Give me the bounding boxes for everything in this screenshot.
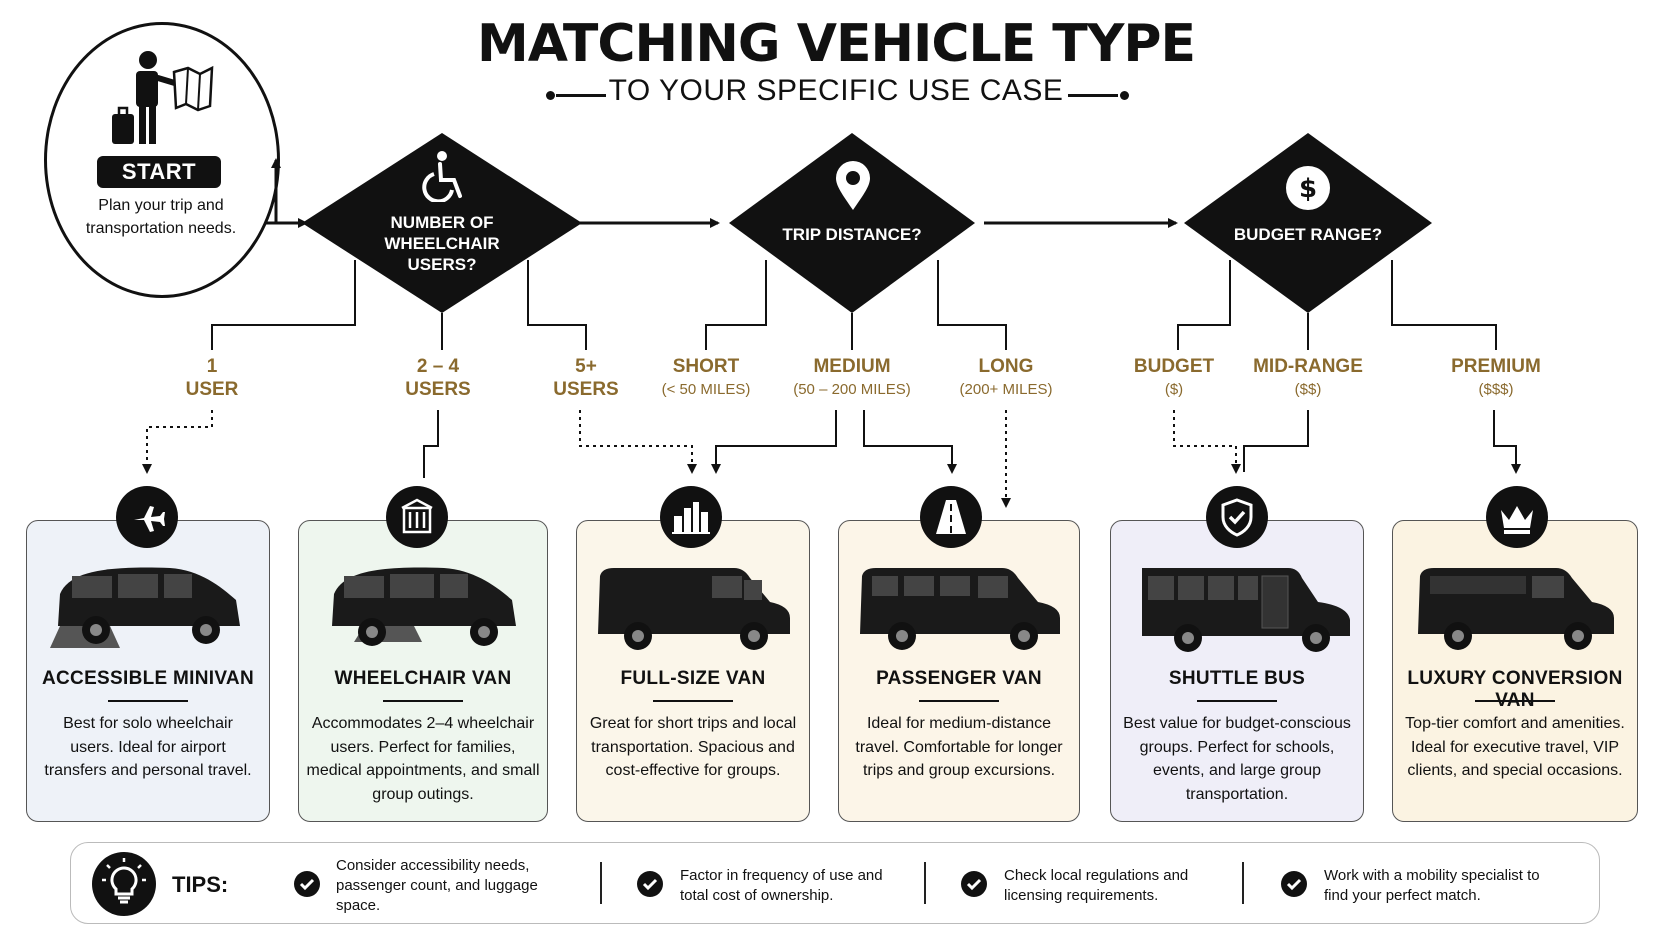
vehicle-title: SHUTTLE BUS [1168, 668, 1306, 689]
vehicle-description: Accommodates 2–4 wheelchair users. Perfe… [306, 715, 540, 803]
decision-label-wheelchair-users: NUMBER OF WHEELCHAIR USERS? [384, 213, 500, 274]
building-icon [386, 486, 448, 548]
page-subtitle: TO YOUR SPECIFIC USE CASE [608, 74, 1064, 107]
svg-text:$: $ [1299, 174, 1317, 204]
vehicle-description: Top-tier comfort and amenities. Ideal fo… [1405, 715, 1625, 779]
location-pin-icon [836, 161, 870, 210]
branch-medium: MEDIUM(50 – 200 MILES) [793, 356, 911, 398]
vehicle-title: ACCESSIBLE MINIVAN [42, 668, 254, 689]
minivan-image [50, 567, 240, 648]
branch-mid-range: MID-RANGE($$) [1253, 356, 1363, 398]
vehicle-title: LUXURY CONVERSION VAN [1407, 668, 1623, 711]
wheelchair-icon [422, 151, 462, 202]
vehicle-title: FULL-SIZE VAN [620, 668, 766, 689]
branch-premium: PREMIUM($$$) [1451, 356, 1541, 398]
luxury-van-image [1418, 568, 1614, 650]
airplane-icon [116, 486, 178, 548]
vehicle-title: WHEELCHAIR VAN [334, 668, 512, 689]
road-icon [920, 486, 982, 548]
vehicle-description: Best value for budget-conscious groups. … [1123, 715, 1351, 803]
title-divider [653, 700, 733, 702]
tip-item: Factor in frequency of use and total cos… [680, 867, 883, 904]
check-icon [637, 871, 663, 897]
branch-5-plus-users: 5+USERS [553, 356, 619, 400]
page-title: MATCHING VEHICLE TYPE [476, 14, 1196, 74]
tip-divider [1242, 862, 1244, 904]
city-icon [660, 486, 722, 548]
tips-label: TIPS: [172, 872, 229, 897]
branch-short: SHORT(< 50 MILES) [661, 356, 751, 398]
tip-divider [600, 862, 602, 904]
start-node [44, 22, 280, 298]
tip-item: Consider accessibility needs, passenger … [336, 857, 538, 914]
subtitle-line-left [556, 94, 606, 97]
dollar-icon: $ [1286, 166, 1330, 210]
subtitle-dot-left [546, 91, 555, 100]
start-description: Plan your trip and transportation needs. [85, 197, 237, 237]
shield-check-icon [1206, 486, 1268, 548]
title-divider [1197, 700, 1277, 702]
title-divider [108, 700, 188, 702]
check-icon [961, 871, 987, 897]
title-divider [383, 700, 463, 702]
subtitle-dot-right [1120, 91, 1129, 100]
tip-item: Work with a mobility specialist to find … [1324, 867, 1540, 904]
decision-label-trip-distance: TRIP DISTANCE? [782, 225, 922, 244]
tip-item: Check local regulations and licensing re… [1004, 867, 1189, 904]
decision-diamond-2 [729, 133, 975, 313]
wheelchair-van-image [332, 567, 516, 646]
title-divider [919, 700, 999, 702]
vehicle-description: Great for short trips and local transpor… [589, 715, 797, 779]
traveler-icon [112, 51, 214, 144]
tip-divider [924, 862, 926, 904]
branch-long: LONG(200+ MILES) [959, 356, 1053, 398]
check-icon [294, 871, 320, 897]
decision-diamond-1 [302, 133, 582, 313]
branch-budget: BUDGET($) [1133, 356, 1215, 398]
subtitle-line-right [1068, 94, 1118, 97]
passenger-van-image [860, 568, 1060, 650]
full-size-van-image [598, 568, 790, 650]
vehicle-description: Best for solo wheelchair users. Ideal fo… [44, 715, 252, 779]
crown-icon [1486, 486, 1548, 548]
decision-label-budget-range: BUDGET RANGE? [1233, 225, 1383, 244]
vehicle-description: Ideal for medium-distance travel. Comfor… [855, 715, 1063, 779]
lightbulb-icon [92, 852, 156, 916]
shuttle-bus-image [1142, 568, 1350, 652]
vehicle-title: PASSENGER VAN [876, 668, 1042, 689]
check-icon [1281, 871, 1307, 897]
start-label: START [97, 156, 221, 188]
title-divider [1475, 700, 1555, 702]
tips-bar [70, 842, 1600, 924]
decision-diamond-3 [1184, 133, 1432, 313]
